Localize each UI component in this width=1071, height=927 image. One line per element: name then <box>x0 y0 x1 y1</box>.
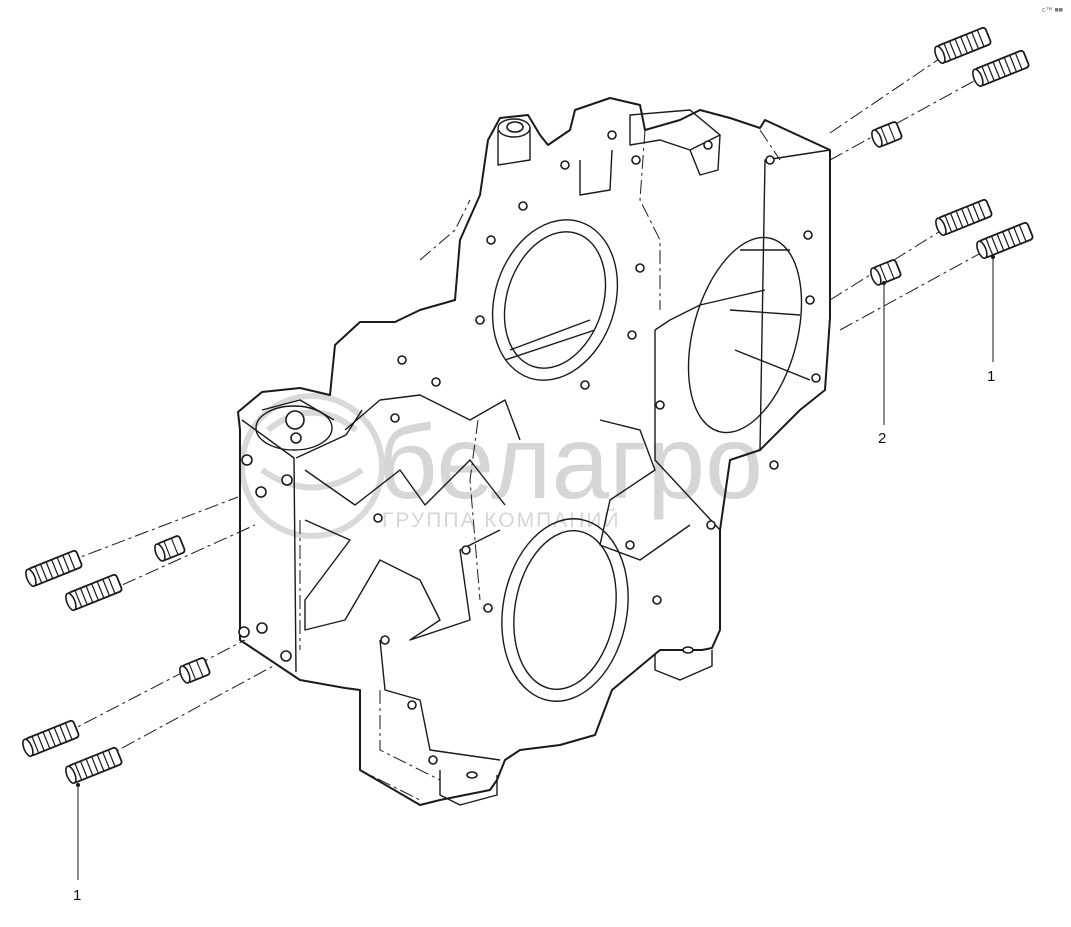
stud-right-upper-a <box>931 26 993 66</box>
stud-right-upper-b <box>969 49 1031 89</box>
callout-leaders <box>76 255 995 880</box>
callout-label: 1 <box>73 887 81 904</box>
callout-label: 1 <box>987 368 995 385</box>
stud-left-lower-a <box>19 719 81 759</box>
watermark: белагро ГРУППА КОМПАНИЙ <box>239 393 763 539</box>
stud-left-upper-b <box>62 573 124 613</box>
callout-label: 2 <box>878 430 886 447</box>
stud-left-upper-a <box>22 549 84 589</box>
watermark-logo-icon <box>239 393 385 539</box>
sleeve-left-lower <box>176 656 212 686</box>
corner-mark: с™ ■■ <box>1042 7 1063 14</box>
gear-housing <box>237 97 831 806</box>
stud-right-lower-a <box>932 198 994 238</box>
bolt-holes <box>238 130 821 765</box>
watermark-subtitle: ГРУППА КОМПАНИЙ <box>382 508 621 532</box>
stud-left-lower-b <box>62 746 124 786</box>
sleeve-right-upper <box>868 120 904 150</box>
stud-right-lower-b <box>973 221 1035 261</box>
watermark-brand: белагро <box>378 405 763 521</box>
